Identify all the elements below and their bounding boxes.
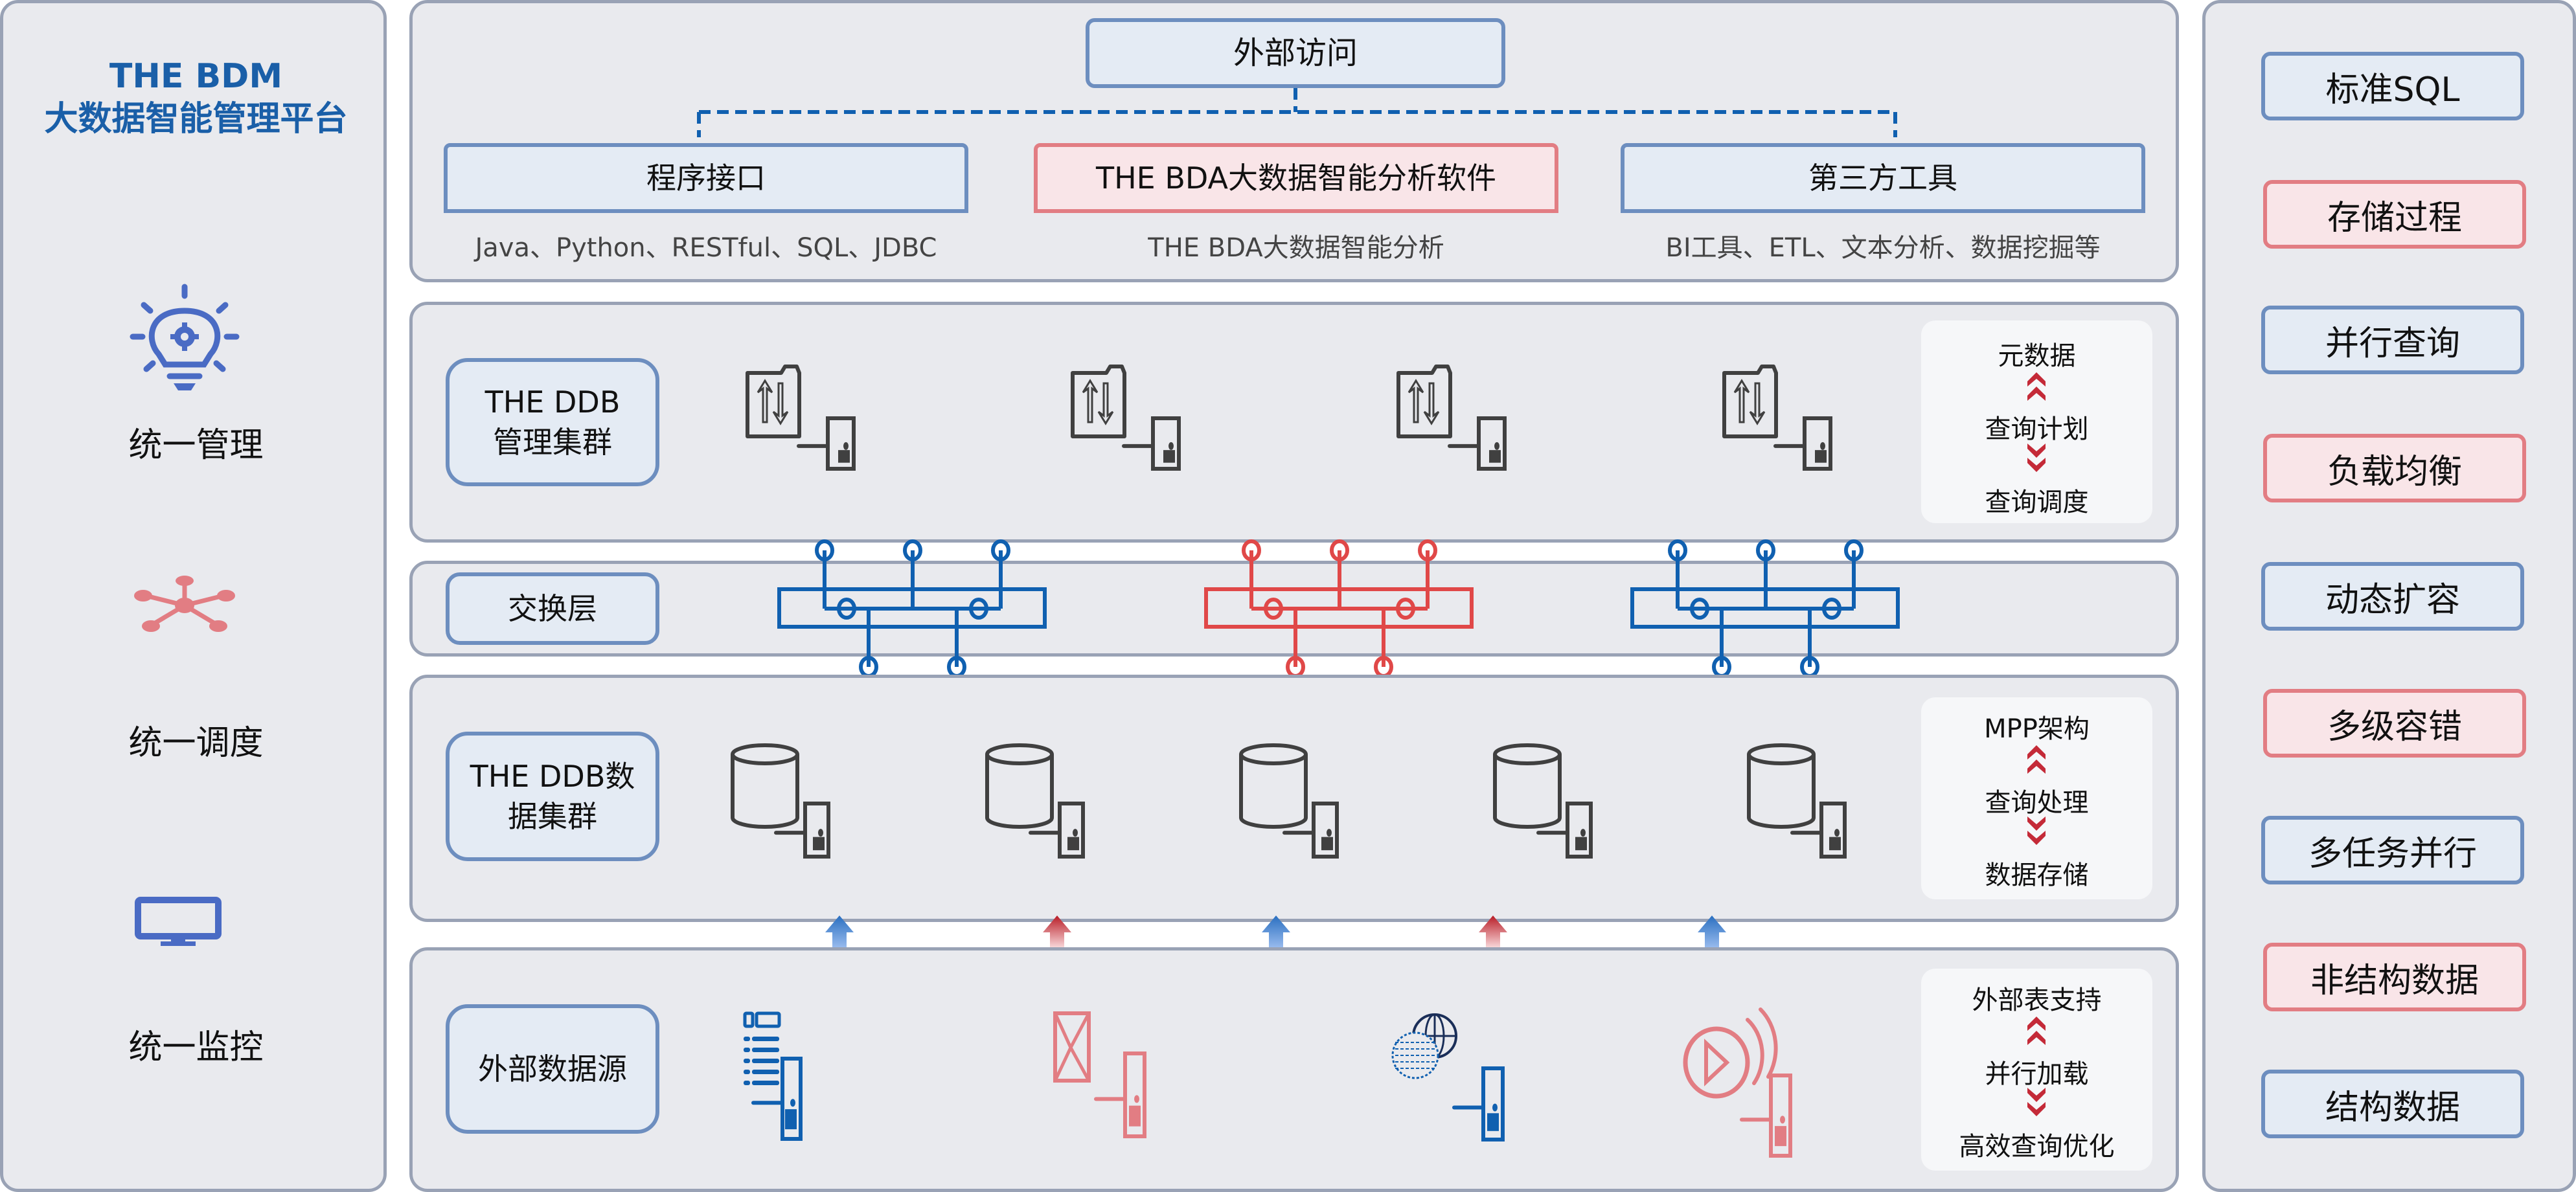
program-interface-label: 程序接口 bbox=[646, 161, 766, 196]
folder-transfer-server-icon bbox=[1722, 365, 1832, 471]
lightbulb-gear-icon bbox=[130, 284, 240, 390]
feature-label: 存储过程 bbox=[2327, 198, 2462, 238]
program-interface-box: 程序接口 bbox=[444, 143, 968, 213]
info-parallel-loading: 并行加载 bbox=[1985, 1059, 2089, 1089]
feature-label: 非结构数据 bbox=[2310, 961, 2479, 1000]
feature-5: 动态扩容 bbox=[2261, 562, 2524, 631]
feature-label: 结构数据 bbox=[2325, 1088, 2460, 1127]
flow-arrow-up-icon bbox=[1479, 916, 1507, 949]
data-source-label: 外部数据源 bbox=[478, 1051, 627, 1086]
feature-7: 多任务并行 bbox=[2261, 816, 2524, 884]
chevron-down-double-icon bbox=[2027, 816, 2046, 845]
switch-group bbox=[777, 539, 1900, 678]
info-query-scheduling: 查询调度 bbox=[1985, 488, 2089, 517]
data-info-card: MPP架构 查询处理 数据存储 bbox=[1921, 697, 2152, 899]
flow-arrow-up-icon bbox=[1043, 916, 1071, 949]
external-access-label: 外部访问 bbox=[1233, 35, 1358, 71]
feature-label: 并行查询 bbox=[2325, 324, 2460, 363]
chevron-down-double-icon bbox=[2027, 444, 2046, 472]
data-cluster-label-line2: 据集群 bbox=[508, 799, 597, 834]
switch-1 bbox=[777, 539, 1047, 678]
feature-4: 负载均衡 bbox=[2263, 434, 2526, 502]
bda-software-label: THE BDA大数据智能分析软件 bbox=[1095, 161, 1496, 196]
feature-1: 标准SQL bbox=[2261, 52, 2524, 120]
switch-2 bbox=[1204, 539, 1474, 678]
mgmt-cluster-label-box: THE DDB 管理集群 bbox=[446, 358, 659, 486]
globe-icon bbox=[1391, 1013, 1505, 1141]
feature-label: 多任务并行 bbox=[2308, 834, 2477, 873]
feature-label: 标准SQL bbox=[2325, 70, 2460, 109]
flow-arrow-group bbox=[825, 916, 1726, 949]
folder-transfer-server-icon bbox=[1071, 365, 1181, 471]
data-cluster-label-box: THE DDB数 据集群 bbox=[446, 732, 659, 861]
platform-title-line2: 大数据智能管理平台 bbox=[44, 100, 348, 139]
bda-software-desc: THE BDA大数据智能分析 bbox=[1148, 233, 1444, 263]
media-play-icon bbox=[1683, 1007, 1792, 1158]
third-party-tools-desc: BI工具、ETL、文本分析、数据挖掘等 bbox=[1665, 233, 2101, 263]
chevron-up-double-icon bbox=[2027, 745, 2046, 774]
switch-layer-label-box: 交换层 bbox=[446, 572, 659, 645]
mgmt-cluster-label-line2: 管理集群 bbox=[493, 425, 612, 460]
mgmt-cluster-label-line1: THE DDB bbox=[484, 385, 621, 420]
mgmt-cluster-panel bbox=[409, 302, 2179, 543]
feature-label: 多级容错 bbox=[2327, 707, 2462, 747]
feature-label: 动态扩容 bbox=[2325, 580, 2460, 620]
mail-envelope-icon bbox=[1053, 1011, 1146, 1138]
switch-layer-label: 交换层 bbox=[508, 591, 597, 626]
info-query-plan: 查询计划 bbox=[1985, 414, 2089, 444]
unified-monitoring-label: 统一监控 bbox=[128, 1028, 264, 1067]
folder-transfer-server-icon bbox=[1396, 365, 1507, 471]
platform-title-line1: THE BDM bbox=[109, 57, 283, 96]
feature-3: 并行查询 bbox=[2261, 306, 2524, 374]
switch-3 bbox=[1630, 539, 1900, 678]
database-server-icon bbox=[985, 743, 1085, 859]
chevron-up-double-icon bbox=[2027, 372, 2046, 401]
monitor-icon bbox=[135, 897, 222, 946]
document-list-icon bbox=[743, 1011, 803, 1141]
network-hub-icon bbox=[134, 576, 235, 632]
feature-label: 负载均衡 bbox=[2327, 452, 2462, 491]
source-info-card: 外部表支持 并行加载 高效查询优化 bbox=[1921, 969, 2152, 1171]
info-query-processing: 查询处理 bbox=[1985, 788, 2089, 818]
bda-software-box: THE BDA大数据智能分析软件 bbox=[1034, 143, 1558, 213]
unified-scheduling-label: 统一调度 bbox=[128, 724, 264, 763]
chevron-up-double-icon bbox=[2027, 1017, 2046, 1045]
mgmt-info-card: 元数据 查询计划 查询调度 bbox=[1921, 320, 2152, 523]
program-interface-desc: Java、Python、RESTful、SQL、JDBC bbox=[475, 233, 937, 263]
flow-arrow-up-icon bbox=[1698, 916, 1726, 949]
info-query-optimization: 高效查询优化 bbox=[1959, 1132, 2115, 1162]
folder-transfer-server-icon bbox=[746, 365, 856, 471]
data-source-panel bbox=[409, 947, 2179, 1192]
info-data-storage: 数据存储 bbox=[1985, 860, 2089, 890]
third-party-tools-label: 第三方工具 bbox=[1808, 161, 1957, 196]
feature-6: 多级容错 bbox=[2263, 689, 2526, 758]
feature-2: 存储过程 bbox=[2263, 180, 2526, 249]
feature-8: 非结构数据 bbox=[2263, 943, 2526, 1011]
flow-arrow-up-icon bbox=[825, 916, 854, 949]
database-server-icon bbox=[1493, 743, 1593, 859]
info-mpp-arch: MPP架构 bbox=[1984, 714, 2090, 744]
third-party-tools-box: 第三方工具 bbox=[1621, 143, 2145, 213]
data-cluster-panel bbox=[409, 675, 2179, 922]
database-server-icon bbox=[1747, 743, 1847, 859]
database-server-icon bbox=[1239, 743, 1339, 859]
data-cluster-label-line1: THE DDB数 bbox=[470, 759, 635, 794]
unified-management-label: 统一管理 bbox=[128, 426, 264, 465]
feature-9: 结构数据 bbox=[2261, 1070, 2524, 1138]
data-source-label-box: 外部数据源 bbox=[446, 1004, 659, 1134]
left-panel: THE BDM 大数据智能管理平台 统一管理 统一调度 统一监控 bbox=[0, 0, 387, 1192]
info-metadata: 元数据 bbox=[1998, 341, 2076, 371]
flow-arrow-up-icon bbox=[1262, 916, 1290, 949]
chevron-down-double-icon bbox=[2027, 1088, 2046, 1116]
database-server-icon bbox=[731, 743, 830, 859]
access-tree-connector bbox=[697, 88, 1897, 137]
external-access-box: 外部访问 bbox=[1086, 18, 1505, 88]
info-external-table: 外部表支持 bbox=[1972, 985, 2102, 1015]
